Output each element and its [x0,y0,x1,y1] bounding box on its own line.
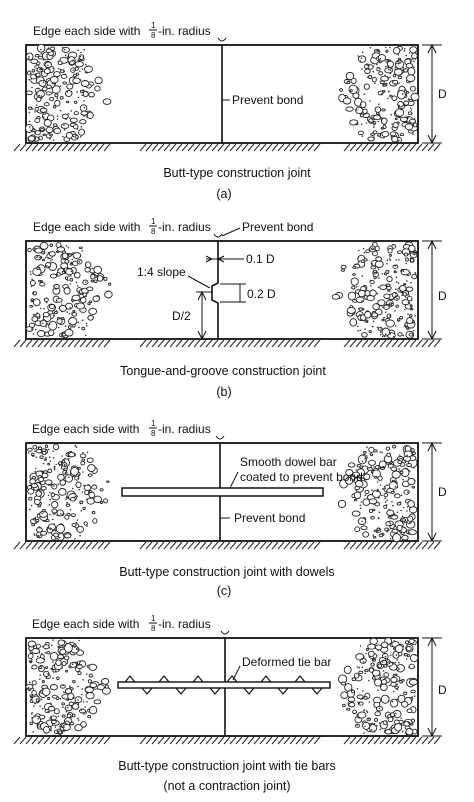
caption-d-line2: (not a contraction joint) [163,779,290,793]
radius-den-a: 8 [151,31,156,40]
edge-radius-c [215,435,225,440]
ground-hatch-c [13,541,441,550]
tie-bar-deformation [277,687,289,695]
aggregate-right-a [338,45,420,143]
tie-bar-deformation [311,687,323,695]
dim-02-label: 0.2 D [247,287,276,301]
edge-radius-a [217,37,227,42]
letter-b: (b) [216,385,231,399]
radius-suffix-c: -in. radius [158,422,211,436]
tie-bar-deformation [141,687,153,695]
depth-label-c: D [438,485,447,499]
ground-hatch-a [13,143,441,152]
letter-a: (a) [216,187,231,201]
dim-half-label: D/2 [172,309,191,323]
panel-b: Edge each side with 1 8 -in. radius Prev… [13,217,447,399]
caption-c: Butt-type construction joint with dowels [119,565,334,579]
slope-leader [187,275,211,289]
edge-label-a: Edge each side with [33,24,140,38]
radius-num-a: 1 [151,21,156,30]
edge-label-c: Edge each side with [32,422,139,436]
aggregate-left-c [26,443,110,541]
aggregate-left-d [25,639,111,735]
caption-a: Butt-type construction joint [163,166,311,180]
ground-hatch-b [13,339,441,348]
slope-label: 1:4 slope [137,265,186,279]
tie-bar-deformation [158,675,170,683]
aggregate-right-b [331,241,418,339]
panel-d: Edge each side with 1 8 -in. radius Defo… [13,614,447,793]
tie-bar-deformation [209,687,221,695]
edge-radius-d [220,630,230,635]
dowel-bar [121,487,324,497]
tie-bar-deformation [243,687,255,695]
ground-hatch-d [13,736,441,745]
edge-label-b: Edge each side with [33,220,140,234]
radius-den-d: 8 [151,624,156,633]
aggregate-right-d [338,637,419,737]
tie-bar-deformation [124,675,136,683]
panel-a: Edge each side with 1 8 -in. radius Prev… [13,21,447,201]
tie-bar-deformation [226,675,238,683]
prevent-bond-label-c: Prevent bond [234,511,305,525]
panel-c: Edge each side with 1 8 -in. radius Smoo… [13,419,447,598]
radius-suffix-d: -in. radius [158,617,211,631]
prevent-bond-label-b: Prevent bond [242,220,313,234]
letter-c: (c) [217,584,232,598]
tie-bar-deformation [294,675,306,683]
edge-label-d: Edge each side with [32,617,139,631]
tie-bar-deformation [192,675,204,683]
depth-label-d: D [438,683,447,697]
prevent-bond-label-a: Prevent bond [232,93,303,107]
edge-radius-b [213,233,223,238]
radius-den-c: 8 [151,429,156,438]
caption-b: Tongue-and-groove construction joint [120,364,326,378]
tongue-groove-joint [211,241,219,339]
depth-label-b: D [438,289,447,303]
depth-label-a: D [438,87,447,101]
aggregate-left-a [25,43,112,142]
radius-suffix-b: -in. radius [158,220,211,234]
tie-bar-label: Deformed tie bar [242,655,331,669]
dowel-label-2: coated to prevent bond [240,470,363,484]
aggregate-left-b [25,241,113,339]
tie-bar-deformation [260,675,272,683]
radius-suffix-a: -in. radius [158,24,211,38]
radius-num-b: 1 [151,217,156,226]
radius-num-c: 1 [151,419,156,428]
tie-bar [117,675,331,695]
dowel-label-1: Smooth dowel bar [240,455,337,469]
radius-num-d: 1 [151,614,156,623]
dim-01-label: 0.1 D [246,252,275,266]
tie-bar-deformation [175,687,187,695]
caption-d-line1: Butt-type construction joint with tie ba… [118,759,335,773]
radius-den-b: 8 [151,227,156,236]
aggregate-right-c [337,444,418,543]
